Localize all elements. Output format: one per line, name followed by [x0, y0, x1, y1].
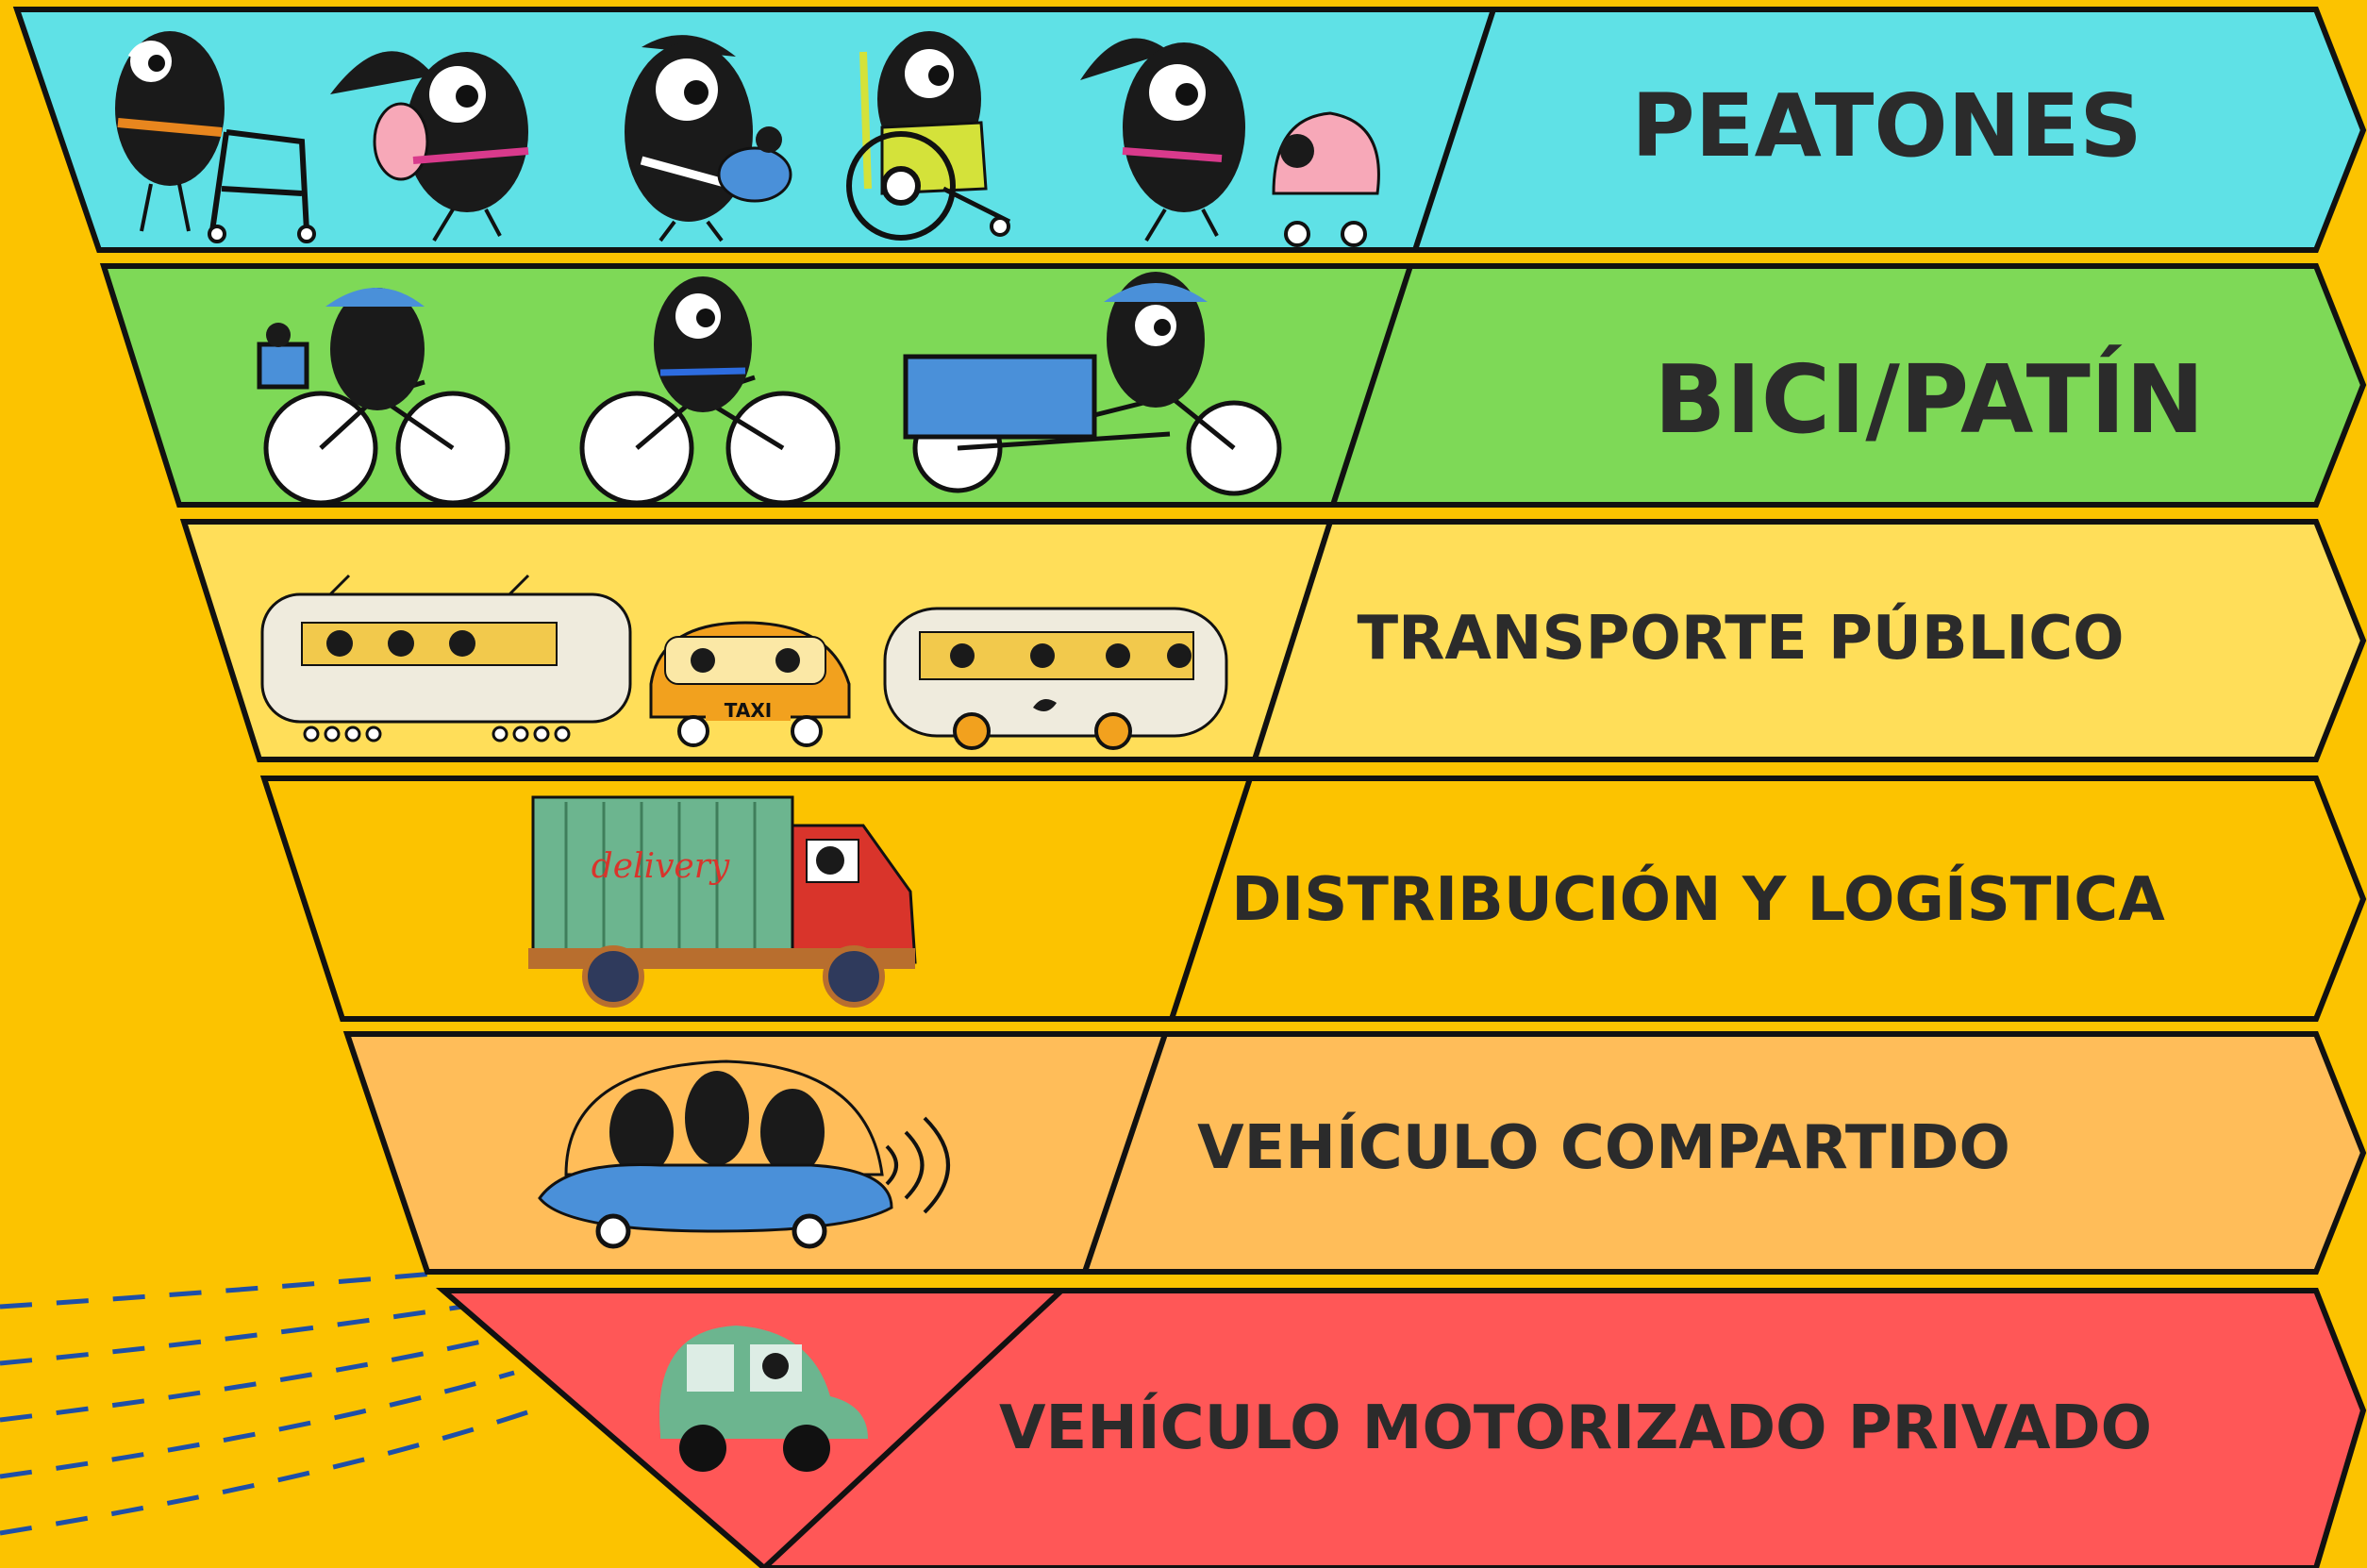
- level-label-peatones: PEATONES: [1631, 75, 2142, 176]
- bicycles-illustration: [257, 272, 1282, 506]
- decorative-dashed-arcs: [0, 1271, 534, 1536]
- child-seat-bicycle: [257, 288, 510, 506]
- truck-sign: delivery: [592, 847, 730, 886]
- level-vehiculo-compartido: VEHÍCULO COMPARTIDO: [342, 1031, 2367, 1275]
- private-car: [659, 1326, 868, 1472]
- elderly-walker-figure: [115, 31, 316, 243]
- wheelchair-user-figure: [846, 31, 1011, 241]
- level-bici-patin: BICI/PATÍN: [99, 263, 2367, 508]
- taxi: TAXI: [649, 621, 851, 747]
- pedestrians-illustration: [115, 31, 1380, 247]
- level-label-vehiculo-compartido: VEHÍCULO COMPARTIDO: [1197, 1111, 2010, 1183]
- bicycle: [579, 276, 841, 506]
- eco-bus: [883, 607, 1228, 750]
- level-peatones: PEATONES: [12, 7, 2367, 253]
- public-transport-illustration: TAXI: [260, 574, 1228, 750]
- level-vehiculo-motorizado-privado: VEHÍCULO MOTORIZADO PRIVADO: [435, 1288, 2367, 1568]
- delivery-truck: delivery: [528, 795, 917, 1008]
- level-label-distribucion-logistica: DISTRIBUCIÓN Y LOGÍSTICA: [1231, 863, 2165, 935]
- shared-car: [538, 1059, 950, 1249]
- level-band-vehiculo-motorizado-privado: [435, 1288, 2367, 1568]
- cargo-bicycle: [903, 272, 1282, 496]
- level-label-vehiculo-motorizado-privado: VEHÍCULO MOTORIZADO PRIVADO: [999, 1392, 2152, 1463]
- backpack-walker-figure: [330, 51, 529, 242]
- tram: [260, 574, 632, 742]
- level-label-bici-patin: BICI/PATÍN: [1654, 344, 2204, 455]
- level-label-transporte-publico: TRANSPORTE PÚBLICO: [1357, 602, 2124, 674]
- level-distribucion-logistica: delivery DISTRIBUCIÓN Y LOGÍSTICA: [259, 776, 2367, 1022]
- stroller-figure: [1080, 38, 1380, 247]
- baby-carrier-figure: [625, 35, 792, 242]
- taxi-sign: TAXI: [725, 699, 772, 722]
- level-transporte-publico: TAXI TRANSPORTE PÚBLICO: [179, 519, 2367, 762]
